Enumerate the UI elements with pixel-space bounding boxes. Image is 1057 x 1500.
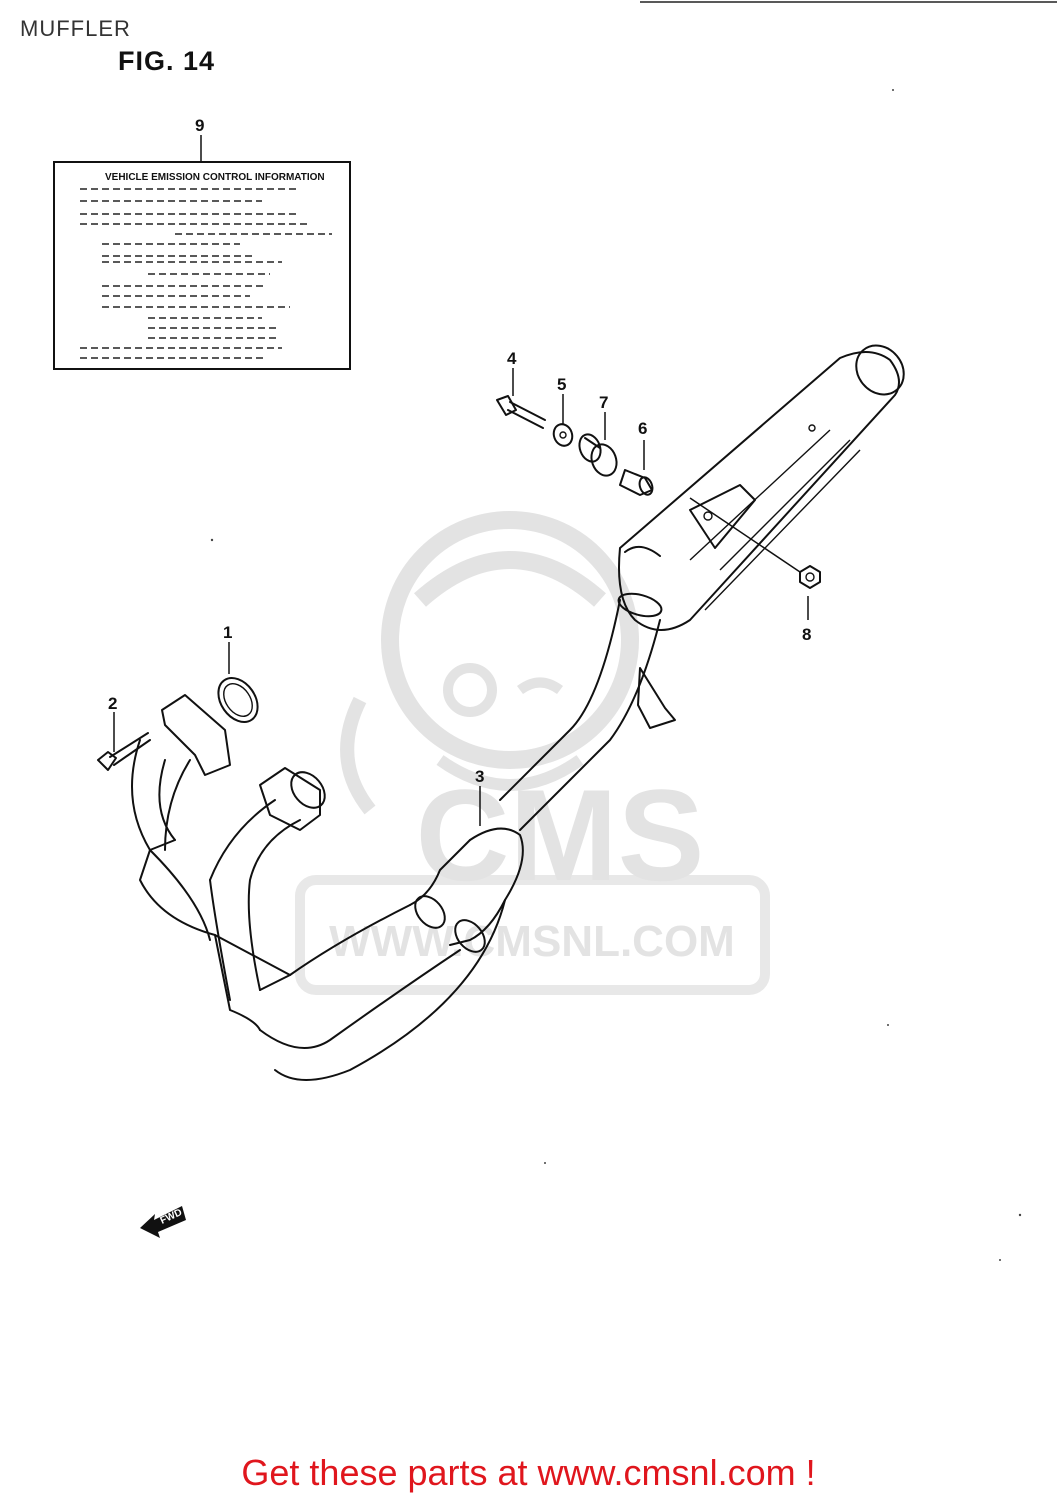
part-4-bolt[interactable] — [496, 395, 546, 429]
get-parts-link[interactable]: Get these parts at www.cmsnl.com ! — [241, 1452, 816, 1493]
figure-label: FIG. 14 — [118, 46, 216, 76]
callout-7: 7 — [599, 393, 608, 412]
watermark-mascot — [340, 511, 639, 815]
muffler-diagram: CMS WWW.CMSNL.COM VEHICLE EMISSION CONTR… — [53, 1, 1057, 1261]
watermark-url: WWW.CMSNL.COM — [329, 917, 735, 966]
watermark: CMS WWW.CMSNL.COM — [295, 511, 770, 995]
callout-3: 3 — [475, 767, 484, 786]
callout-4: 4 — [507, 349, 517, 368]
callout-1: 1 — [223, 623, 232, 642]
emission-label-text-lines — [80, 188, 332, 359]
watermark-brand: CMS — [416, 762, 705, 908]
callout-8: 8 — [802, 625, 811, 644]
scan-specks — [210, 89, 1022, 1261]
part-2-bolt[interactable] — [97, 732, 151, 771]
watermark-banner — [295, 875, 770, 995]
emission-label-title: VEHICLE EMISSION CONTROL INFORMATION — [105, 172, 325, 183]
callout-6: 6 — [638, 419, 647, 438]
part-1-gasket[interactable] — [210, 671, 265, 730]
callout-2: 2 — [108, 694, 117, 713]
part-6-collar[interactable] — [619, 469, 655, 497]
part-8-nut[interactable] — [799, 565, 821, 589]
muffler-silencer[interactable] — [618, 336, 914, 729]
part-7-grommet[interactable] — [576, 431, 621, 479]
part-9-emission-label[interactable]: VEHICLE EMISSION CONTROL INFORMATION — [53, 161, 351, 370]
callout-5: 5 — [557, 375, 566, 394]
callout-leader-lines — [113, 135, 809, 826]
part-5-washer[interactable] — [551, 422, 575, 449]
part-3-exhaust-pipe-assembly[interactable] — [131, 590, 664, 1081]
callout-9: 9 — [195, 116, 204, 135]
page-title: MUFFLER — [20, 16, 131, 41]
forward-direction-arrow: FWD — [140, 1206, 186, 1238]
